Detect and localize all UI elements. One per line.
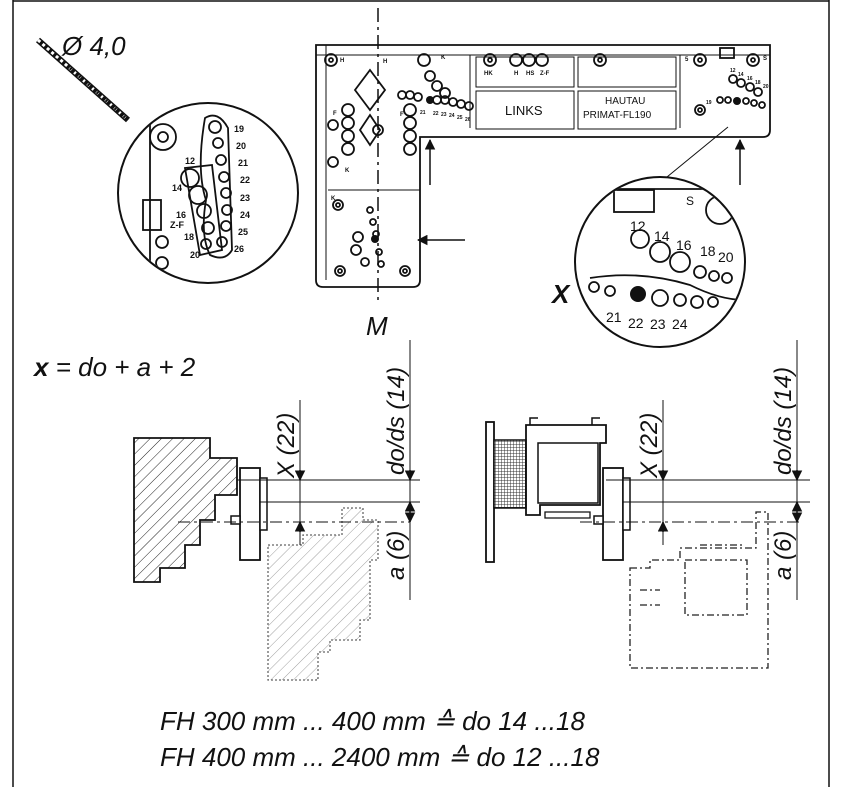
svg-text:S: S xyxy=(686,194,694,208)
svg-text:14: 14 xyxy=(654,228,670,244)
svg-text:16: 16 xyxy=(747,76,753,82)
svg-text:S: S xyxy=(763,56,767,62)
svg-text:20: 20 xyxy=(236,141,246,151)
svg-text:HS: HS xyxy=(526,71,534,77)
svg-text:H: H xyxy=(383,59,387,65)
svg-text:18: 18 xyxy=(184,232,194,242)
svg-text:14: 14 xyxy=(738,72,744,78)
svg-text:21: 21 xyxy=(238,158,248,168)
svg-text:19: 19 xyxy=(234,124,244,134)
svg-text:25: 25 xyxy=(238,227,248,237)
svg-text:F: F xyxy=(333,111,337,117)
svg-text:HK: HK xyxy=(484,71,493,77)
hinge-plate xyxy=(315,44,771,288)
svg-text:22: 22 xyxy=(433,111,439,117)
svg-text:24: 24 xyxy=(240,210,250,220)
footer-line-2: FH 400 mm ... 2400 mm ≙ do 12 ...18 xyxy=(160,742,600,772)
svg-text:H: H xyxy=(514,71,518,77)
svg-text:24: 24 xyxy=(449,113,455,119)
svg-text:22: 22 xyxy=(628,315,644,331)
right-section xyxy=(485,417,769,669)
svg-text:23: 23 xyxy=(240,193,250,203)
svg-text:20: 20 xyxy=(763,84,769,90)
formula: x = do + a + 2 xyxy=(34,352,196,382)
svg-text:K: K xyxy=(331,196,336,202)
svg-text:25: 25 xyxy=(457,115,463,121)
dim-a6-left: a (6) xyxy=(383,531,410,580)
axis-label-m: M xyxy=(366,311,388,341)
svg-text:Z-F: Z-F xyxy=(170,220,184,230)
detail-x-label: X xyxy=(550,279,571,309)
svg-text:PRIMAT-FL190: PRIMAT-FL190 xyxy=(583,110,652,121)
svg-text:18: 18 xyxy=(700,243,716,259)
svg-text:20: 20 xyxy=(718,249,734,265)
svg-text:K: K xyxy=(441,55,446,61)
drill-bit xyxy=(36,37,130,123)
svg-text:23: 23 xyxy=(650,316,666,332)
svg-text:12: 12 xyxy=(730,68,736,74)
svg-text:HAUTAU: HAUTAU xyxy=(605,96,645,107)
svg-text:24: 24 xyxy=(672,316,688,332)
footer-line-1: FH 300 mm ... 400 mm ≙ do 14 ...18 xyxy=(160,706,585,736)
dim-dods14-right: do/ds (14) xyxy=(770,367,797,475)
svg-text:H: H xyxy=(340,58,344,64)
svg-text:K: K xyxy=(345,168,350,174)
svg-text:14: 14 xyxy=(172,183,182,193)
dim-x22-right: X (22) xyxy=(636,413,663,479)
svg-text:12: 12 xyxy=(630,218,646,234)
dim-a6-right: a (6) xyxy=(770,531,797,580)
right-zoom-circle: 12 14 16 18 20 21 22 23 24 S X xyxy=(550,176,746,348)
dimension-lines xyxy=(178,340,810,600)
svg-text:16: 16 xyxy=(176,210,186,220)
drill-diameter-label: Ø 4,0 xyxy=(61,31,126,61)
svg-text:21: 21 xyxy=(606,309,622,325)
svg-text:LINKS: LINKS xyxy=(505,103,543,118)
svg-text:18: 18 xyxy=(755,80,761,86)
dim-dods14-left: do/ds (14) xyxy=(383,367,410,475)
svg-text:20: 20 xyxy=(190,250,200,260)
plate-labels: H H K HK H HS Z-F 5 S F F K K LINKS HAUT… xyxy=(331,55,769,202)
page-border xyxy=(12,0,830,787)
svg-text:26: 26 xyxy=(234,244,244,254)
svg-text:F: F xyxy=(400,112,404,118)
left-section xyxy=(133,437,379,681)
svg-text:5: 5 xyxy=(685,57,689,63)
svg-text:23: 23 xyxy=(441,112,447,118)
dim-x22-left: X (22) xyxy=(273,413,300,479)
left-zoom-circle: 19 20 21 22 23 24 25 26 12 14 16 18 20 Z… xyxy=(117,102,299,284)
svg-text:22: 22 xyxy=(240,175,250,185)
svg-text:Z-F: Z-F xyxy=(540,71,550,77)
svg-text:21: 21 xyxy=(420,110,426,116)
svg-text:12: 12 xyxy=(185,156,195,166)
svg-text:16: 16 xyxy=(676,237,692,253)
plate-solid-holes xyxy=(371,96,741,243)
svg-text:19: 19 xyxy=(706,100,712,106)
svg-text:26: 26 xyxy=(465,117,471,123)
